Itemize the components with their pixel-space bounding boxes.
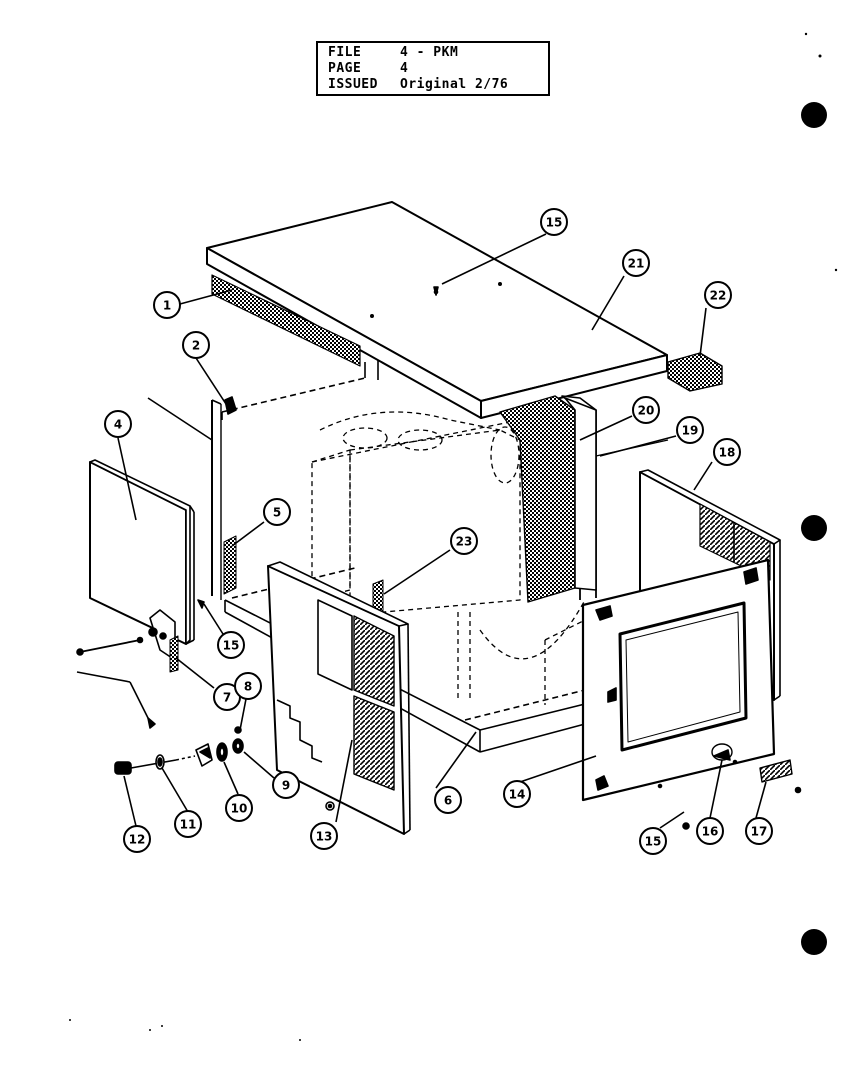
- svg-text:9: 9: [282, 779, 290, 793]
- callout-10: 10: [225, 794, 253, 822]
- internal-components: [311, 411, 586, 705]
- svg-text:14: 14: [509, 788, 526, 802]
- svg-text:12: 12: [129, 833, 146, 847]
- svg-text:7: 7: [223, 691, 231, 705]
- callout-18: 18: [713, 438, 741, 466]
- page-row: PAGE 4: [328, 61, 408, 76]
- hardware-row: [114, 726, 244, 775]
- callout-4: 4: [104, 410, 132, 438]
- callout-8: 8: [234, 672, 262, 700]
- callout-16: 16: [696, 817, 724, 845]
- page-value: 4: [400, 61, 409, 76]
- issued-value: Original 2/76: [400, 77, 509, 92]
- file-row: FILE 4 - PKM: [328, 45, 458, 60]
- callouts: 1 2 4 5 6 7 8 9 10 11 12 13 14 15 15 15 …: [104, 208, 773, 855]
- scan-specks: [69, 32, 838, 1041]
- svg-text:4: 4: [114, 418, 122, 432]
- callout-9: 9: [272, 771, 300, 799]
- callout-5: 5: [263, 498, 291, 526]
- file-info-box: FILE 4 - PKM PAGE 4 ISSUED Original 2/76: [316, 41, 550, 96]
- svg-text:2: 2: [192, 339, 200, 353]
- page-label: PAGE: [328, 61, 362, 76]
- file-label: FILE: [328, 45, 362, 60]
- binder-hole-middle: [801, 515, 827, 541]
- callout-19: 19: [676, 416, 704, 444]
- callout-13: 13: [310, 822, 338, 850]
- callout-14: 14: [503, 780, 531, 808]
- callout-leaders: [117, 233, 767, 829]
- issued-label: ISSUED: [328, 77, 378, 92]
- callout-11: 11: [174, 810, 202, 838]
- rear-block: [667, 352, 723, 392]
- front-left-panel: [267, 561, 411, 835]
- front-right-panel: [581, 558, 776, 830]
- svg-text:22: 22: [710, 289, 727, 303]
- callout-2: 2: [182, 331, 210, 359]
- svg-text:5: 5: [273, 506, 281, 520]
- svg-text:17: 17: [751, 825, 768, 839]
- svg-text:18: 18: [719, 446, 736, 460]
- svg-text:13: 13: [316, 830, 333, 844]
- bracket-clip: [169, 635, 179, 673]
- left-side-panel: [89, 459, 195, 645]
- callout-12: 12: [123, 825, 151, 853]
- side-channel: [564, 397, 597, 591]
- spring-column-5: [223, 535, 237, 595]
- issued-row: ISSUED Original 2/76: [328, 77, 508, 92]
- svg-text:11: 11: [180, 818, 197, 832]
- svg-text:8: 8: [244, 680, 252, 694]
- callout-1: 1: [153, 291, 181, 319]
- svg-text:20: 20: [638, 404, 655, 418]
- callout-15-top: 15: [540, 208, 568, 236]
- callout-17: 17: [745, 817, 773, 845]
- binder-hole-bottom: [801, 929, 827, 955]
- svg-text:19: 19: [682, 424, 699, 438]
- top-filter-strip: [211, 274, 361, 367]
- svg-text:10: 10: [231, 802, 248, 816]
- callout-15-bottom: 15: [639, 827, 667, 855]
- svg-text:1: 1: [163, 299, 171, 313]
- svg-text:15: 15: [546, 216, 563, 230]
- svg-text:15: 15: [223, 639, 240, 653]
- svg-text:21: 21: [628, 257, 645, 271]
- callout-23: 23: [450, 527, 478, 555]
- top-cover: [206, 201, 668, 419]
- file-value: 4 - PKM: [400, 45, 459, 60]
- svg-text:6: 6: [444, 794, 452, 808]
- callout-22: 22: [704, 281, 732, 309]
- binder-hole-top: [801, 102, 827, 128]
- callout-20: 20: [632, 396, 660, 424]
- svg-text:23: 23: [456, 535, 473, 549]
- callout-15-left: 15: [217, 631, 245, 659]
- svg-text:16: 16: [702, 825, 719, 839]
- callout-21: 21: [622, 249, 650, 277]
- evaporator-mesh: [499, 395, 576, 603]
- grille-piece-17: [759, 759, 793, 783]
- svg-text:15: 15: [645, 835, 662, 849]
- callout-6: 6: [434, 786, 462, 814]
